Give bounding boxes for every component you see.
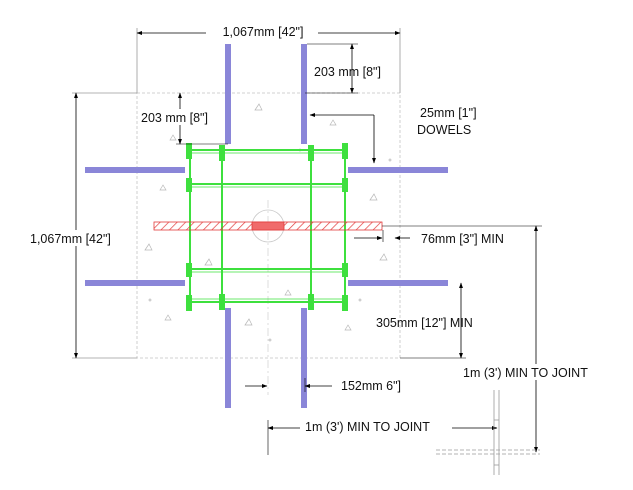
rebar-ends	[186, 143, 348, 311]
label-dowel-spacing-right: 203 mm [8"]	[314, 65, 381, 79]
label-dowel-spacing-left: 203 mm [8"]	[141, 111, 208, 125]
label-dowel-offset: 152mm 6"]	[341, 379, 401, 393]
dowel-top-right	[301, 44, 307, 144]
dowel-right-top	[348, 167, 448, 173]
hatched-bar-center	[251, 221, 285, 231]
label-joint-horizontal: 1m (3') MIN TO JOINT	[305, 420, 430, 434]
joint-detail	[436, 390, 540, 475]
label-top-width: 1,067mm [42"]	[223, 25, 304, 39]
slab-outline	[72, 28, 401, 359]
label-dowel-word: DOWELS	[417, 123, 471, 137]
label-edge-distance: 305mm [12"] MIN	[376, 316, 473, 330]
dowel-right-bottom	[348, 280, 448, 286]
label-dowel-size: 25mm [1"]	[420, 106, 477, 120]
dowel-top-left	[225, 44, 231, 144]
label-bar-offset: 76mm [3"] MIN	[421, 232, 504, 246]
label-joint-vertical: 1m (3') MIN TO JOINT	[463, 366, 588, 380]
dowel-left-bottom	[85, 280, 185, 286]
dowel-bottom-right	[301, 308, 307, 408]
dowels	[85, 44, 448, 408]
label-left-height: 1,067mm [42"]	[30, 232, 111, 246]
dowel-bottom-left	[225, 308, 231, 408]
dowel-left-top	[85, 167, 185, 173]
